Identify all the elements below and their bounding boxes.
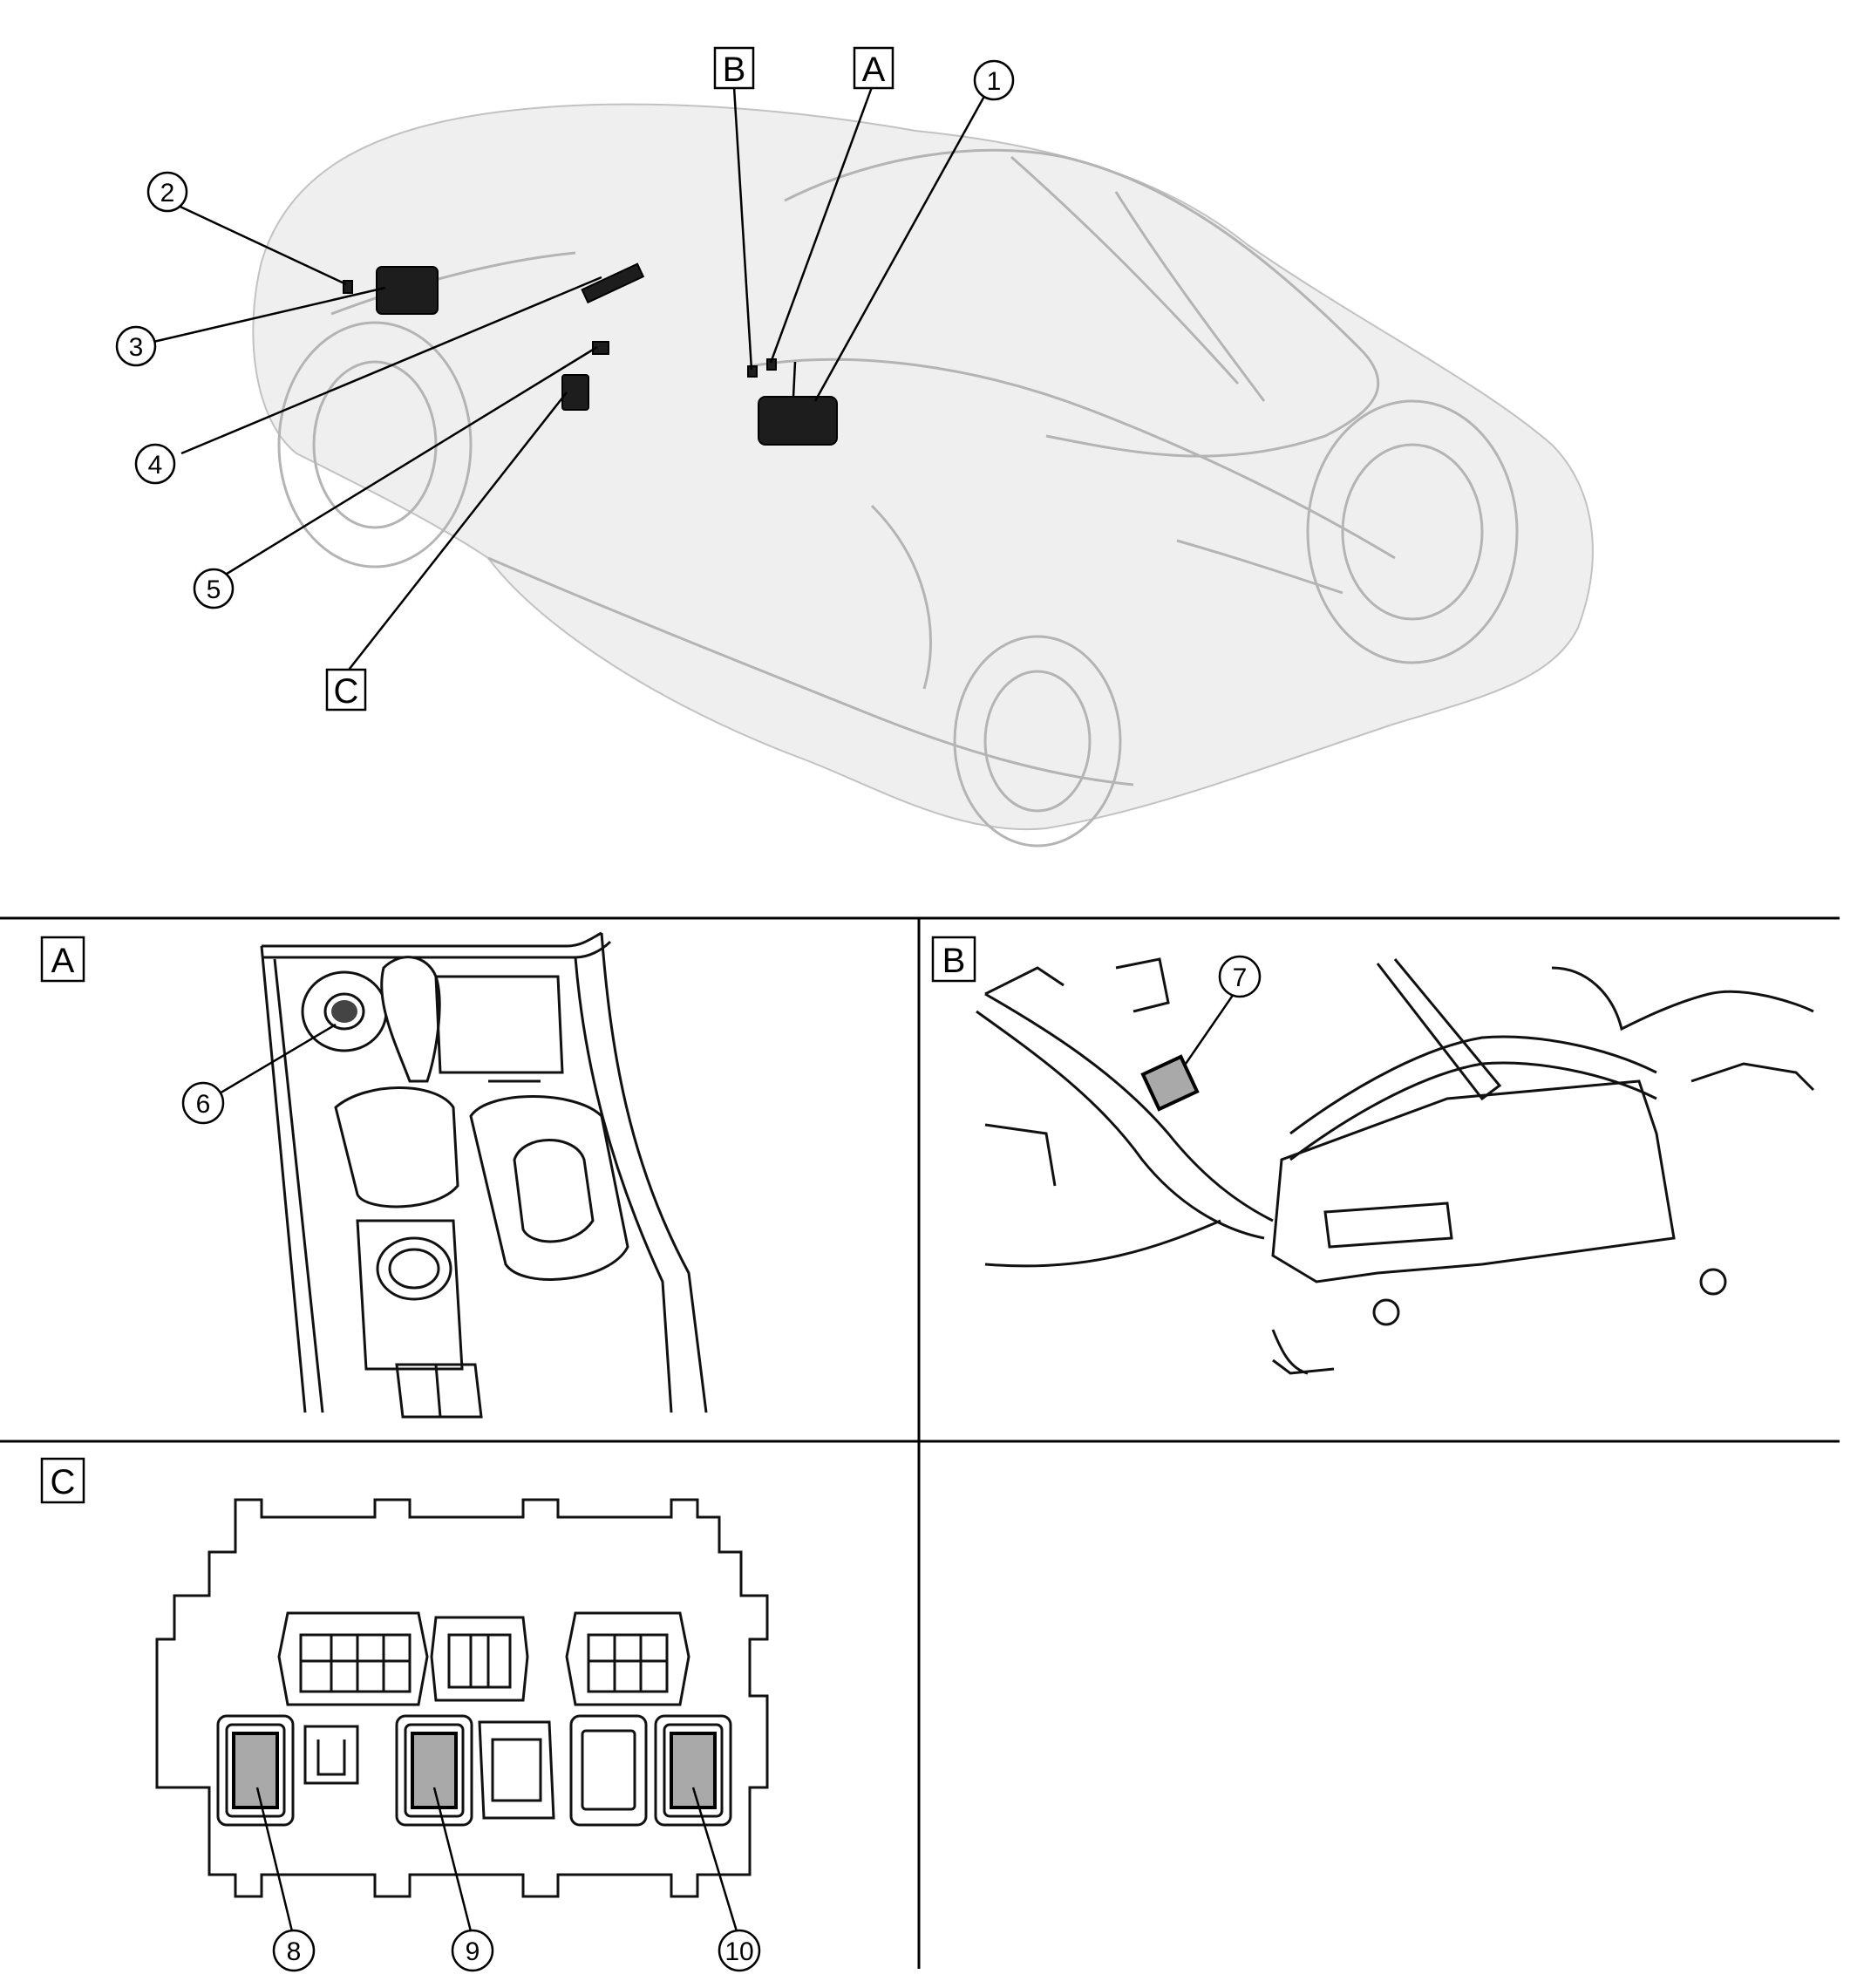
svg-text:2: 2 <box>160 179 175 208</box>
svg-text:C: C <box>334 672 359 711</box>
svg-text:6: 6 <box>196 1090 211 1119</box>
callout-5: 5 <box>193 568 235 609</box>
svg-text:A: A <box>51 942 75 980</box>
svg-text:8: 8 <box>287 1937 302 1966</box>
connector-7-highlight <box>1140 1054 1200 1112</box>
svg-text:A: A <box>862 51 886 89</box>
view-b-label: B <box>931 936 976 983</box>
component-4 <box>581 262 645 304</box>
callout-8: 8 <box>272 1929 316 1972</box>
svg-text:3: 3 <box>129 333 144 362</box>
view-ref-c: C <box>325 668 367 711</box>
svg-text:9: 9 <box>466 1937 480 1966</box>
svg-text:B: B <box>942 942 966 980</box>
svg-text:10: 10 <box>724 1937 753 1966</box>
view-a-label: A <box>40 936 85 983</box>
callout-10: 10 <box>718 1929 761 1972</box>
relay-10-highlight <box>670 1732 717 1809</box>
relay-9-highlight <box>411 1732 458 1809</box>
view-c-label: C <box>40 1457 85 1504</box>
component-5 <box>592 341 609 355</box>
overview-leaders <box>153 86 989 674</box>
detail-grid <box>0 916 1840 1969</box>
view-a-panel: A 6 <box>40 931 708 1419</box>
callout-9: 9 <box>451 1929 494 1972</box>
callout-3: 3 <box>115 325 157 367</box>
view-ref-a: A <box>853 46 894 90</box>
svg-text:1: 1 <box>987 67 1002 96</box>
component-1 <box>758 396 838 446</box>
callout-7: 7 <box>1218 955 1262 998</box>
callout-6: 6 <box>181 1081 225 1125</box>
component-2 <box>343 280 353 294</box>
callout-4: 4 <box>134 443 176 485</box>
svg-text:4: 4 <box>148 451 163 480</box>
car-overview <box>252 103 1594 848</box>
component-c <box>561 374 589 411</box>
svg-text:5: 5 <box>207 575 221 604</box>
component-3 <box>376 266 439 315</box>
callout-1: 1 <box>973 59 1015 101</box>
svg-text:7: 7 <box>1233 963 1248 992</box>
view-ref-b: B <box>713 46 755 90</box>
svg-text:C: C <box>51 1463 76 1501</box>
view-c-panel: C 8 <box>40 1457 769 1972</box>
view-b-panel: B 7 <box>931 936 1815 1375</box>
svg-text:B: B <box>723 51 746 89</box>
callout-2: 2 <box>146 171 188 213</box>
relay-8-highlight <box>232 1732 279 1809</box>
